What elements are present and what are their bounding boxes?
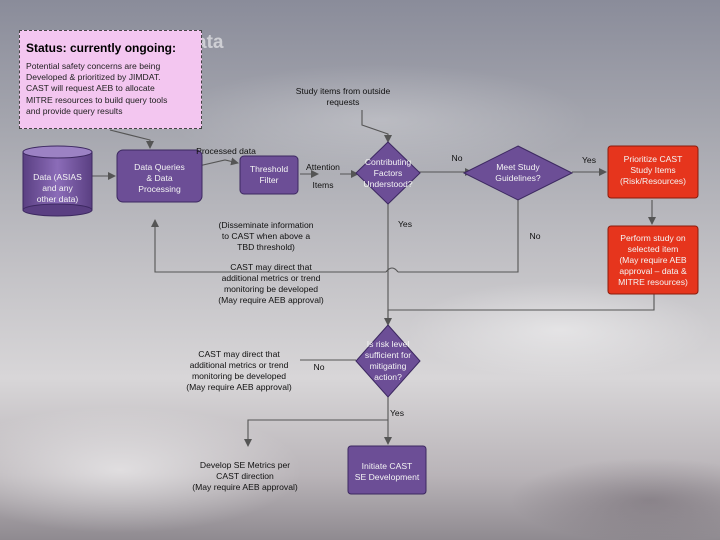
no-risk-label: No bbox=[313, 362, 325, 372]
edge-loop-to-queries bbox=[151, 219, 386, 273]
yes-meet-label: Yes bbox=[581, 155, 597, 165]
no-contrib-label: No bbox=[451, 153, 463, 163]
initiate-cast-box bbox=[347, 445, 427, 495]
risk-decision bbox=[355, 324, 421, 398]
edge-hop bbox=[385, 267, 399, 273]
edge-risk-to-develop bbox=[244, 419, 388, 447]
header-title-fragment: ata bbox=[196, 32, 224, 53]
meet-guidelines-decision bbox=[462, 145, 574, 201]
processed-data-label: Processed data bbox=[196, 146, 256, 156]
edge-status-to-queries bbox=[109, 129, 154, 149]
data-queries-box bbox=[116, 149, 203, 203]
edge-outside-to-contrib bbox=[361, 110, 392, 143]
data-store-cylinder bbox=[22, 145, 93, 217]
prioritize-box bbox=[607, 145, 699, 199]
yes-contrib-label: Yes bbox=[397, 219, 413, 229]
threshold-filter-box bbox=[239, 155, 299, 195]
edge-meet-no-loop bbox=[398, 200, 519, 273]
status-box: Status: currently ongoing: Potential saf… bbox=[19, 30, 202, 129]
no-meet-label: No bbox=[529, 231, 541, 241]
status-body: Potential safety concerns are being Deve… bbox=[26, 61, 168, 116]
yes-risk-label: Yes bbox=[389, 408, 405, 418]
perform-study-box bbox=[607, 225, 699, 295]
contributing-decision bbox=[355, 141, 421, 205]
edge-perform-to-risk bbox=[384, 294, 655, 326]
status-title: Status: currently ongoing: bbox=[26, 41, 176, 55]
